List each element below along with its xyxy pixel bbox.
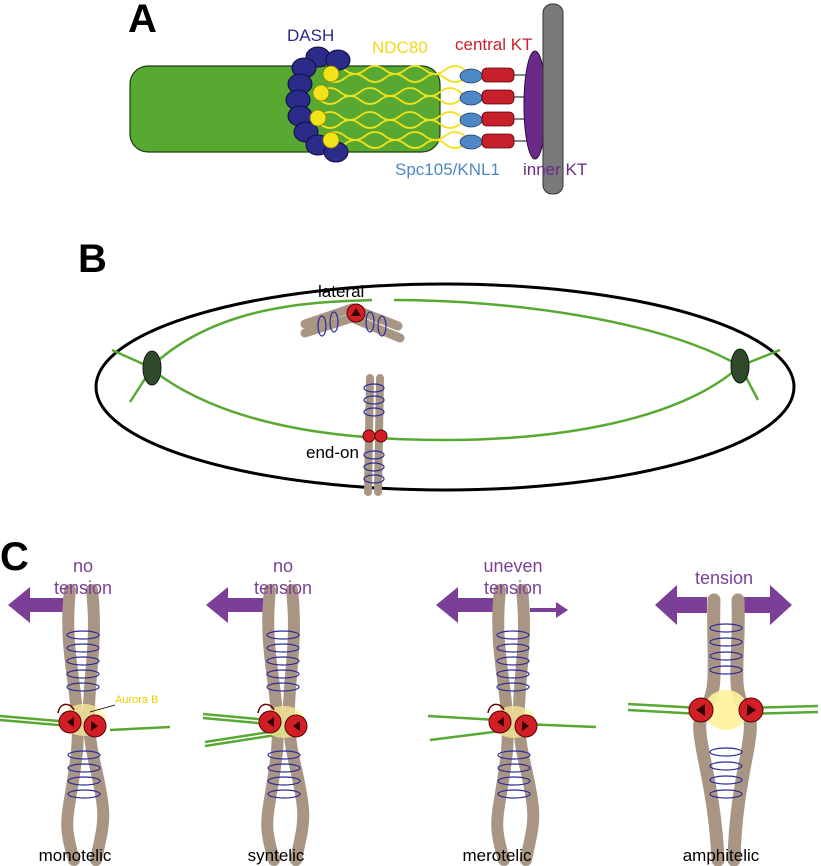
chromatin-bar xyxy=(542,3,564,195)
cell-outline xyxy=(94,282,796,492)
tension-label-3b: tension xyxy=(484,578,542,598)
aurora-b-label: Aurora B xyxy=(115,694,158,706)
ndc80-label: NDC80 xyxy=(372,38,428,57)
tension-label-1a: no xyxy=(73,556,93,576)
amphitelic-group xyxy=(627,585,819,866)
panel-c-letter: C xyxy=(0,535,29,579)
dash-ring xyxy=(285,46,351,163)
lateral-chromosome xyxy=(300,303,405,343)
panel-b: B xyxy=(78,237,796,496)
caption-monotelic: monotelic xyxy=(39,846,112,865)
panel-c: C xyxy=(0,535,819,866)
caption-amphitelic: amphitelic xyxy=(683,846,760,865)
left-pull-arrow xyxy=(655,585,707,625)
caption-merotelic: merotelic xyxy=(463,846,532,865)
merotelic-group xyxy=(427,584,597,866)
tension-label-1b: tension xyxy=(54,578,112,598)
ndc80-strands xyxy=(319,65,476,149)
left-pull-arrow xyxy=(8,587,72,623)
kinetochore-rows xyxy=(459,67,528,150)
end-on-label: end-on xyxy=(306,443,359,462)
tension-label-2b: tension xyxy=(254,578,312,598)
lateral-label: lateral xyxy=(318,282,364,301)
panel-b-letter: B xyxy=(78,237,107,281)
inner-kt-label: inner KT xyxy=(523,160,587,179)
microtubule-body xyxy=(129,65,441,153)
syntelic-group xyxy=(202,584,310,866)
monotelic-group xyxy=(0,584,171,866)
right-pull-arrow-small xyxy=(530,602,568,618)
panel-a-letter: A xyxy=(128,0,157,41)
tension-label-4a: tension xyxy=(695,568,753,588)
tension-label-3a: uneven xyxy=(483,556,542,576)
end-on-chromosome xyxy=(362,374,388,496)
spindle-pole-left xyxy=(142,350,162,386)
spc105-label: Spc105/KNL1 xyxy=(395,160,500,179)
left-pull-arrow xyxy=(206,587,270,623)
panel-a: A xyxy=(128,0,587,195)
ndc80-heads xyxy=(309,65,340,149)
central-kt-label: central KT xyxy=(455,35,532,54)
caption-syntelic: syntelic xyxy=(248,846,305,865)
right-pull-arrow xyxy=(740,585,792,625)
tension-label-2a: no xyxy=(273,556,293,576)
spindle-pole-right xyxy=(730,348,750,384)
dash-label: DASH xyxy=(287,26,334,45)
left-pull-arrow xyxy=(436,587,500,623)
